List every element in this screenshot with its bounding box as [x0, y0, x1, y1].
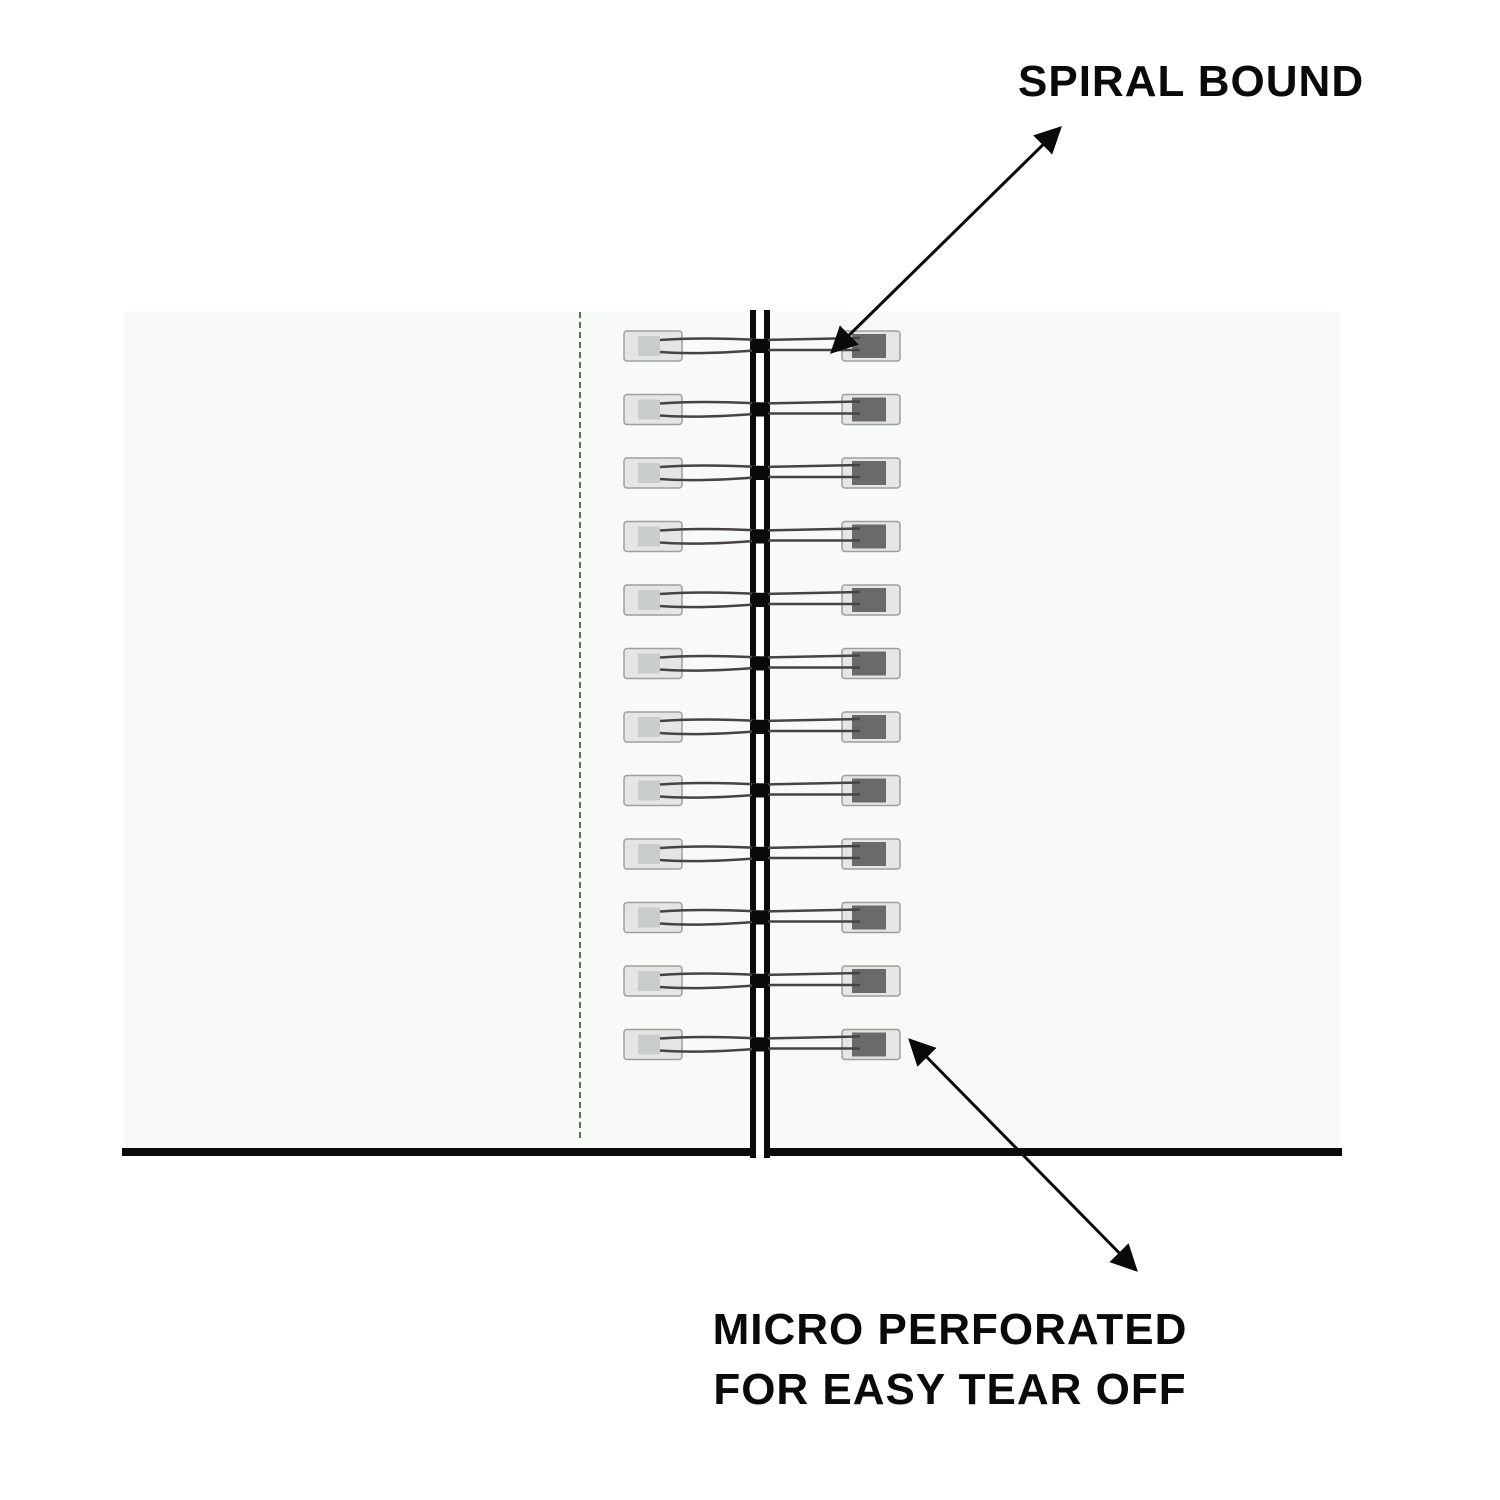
base-line-left: [122, 1148, 756, 1156]
perforation-arrow: [908, 1038, 1138, 1272]
spiral-coil: [623, 647, 901, 680]
spiral-bound-label: SPIRAL BOUND: [1018, 57, 1365, 106]
spiral-coil: [623, 838, 901, 870]
spiral-coil: [623, 965, 901, 997]
micro-perforated-label-line2: FOR EASY TEAR OFF: [713, 1365, 1187, 1414]
spiral-coil: [623, 584, 901, 616]
spiral-coil: [623, 393, 901, 426]
base-line-right: [768, 1148, 1342, 1156]
micro-perforated-label: MICRO PERFORATED FOR EASY TEAR OFF: [700, 1300, 1200, 1420]
spiral-coil: [623, 520, 901, 553]
spiral-coil: [623, 330, 901, 362]
spiral-coil: [623, 457, 901, 489]
spiral-bound-arrow: [830, 126, 1062, 354]
spiral-coil: [623, 1028, 901, 1061]
spiral-coil: [623, 711, 901, 743]
micro-perforated-label-line1: MICRO PERFORATED: [712, 1305, 1188, 1354]
spiral-coil: [623, 901, 901, 934]
spiral-coil: [623, 774, 901, 807]
